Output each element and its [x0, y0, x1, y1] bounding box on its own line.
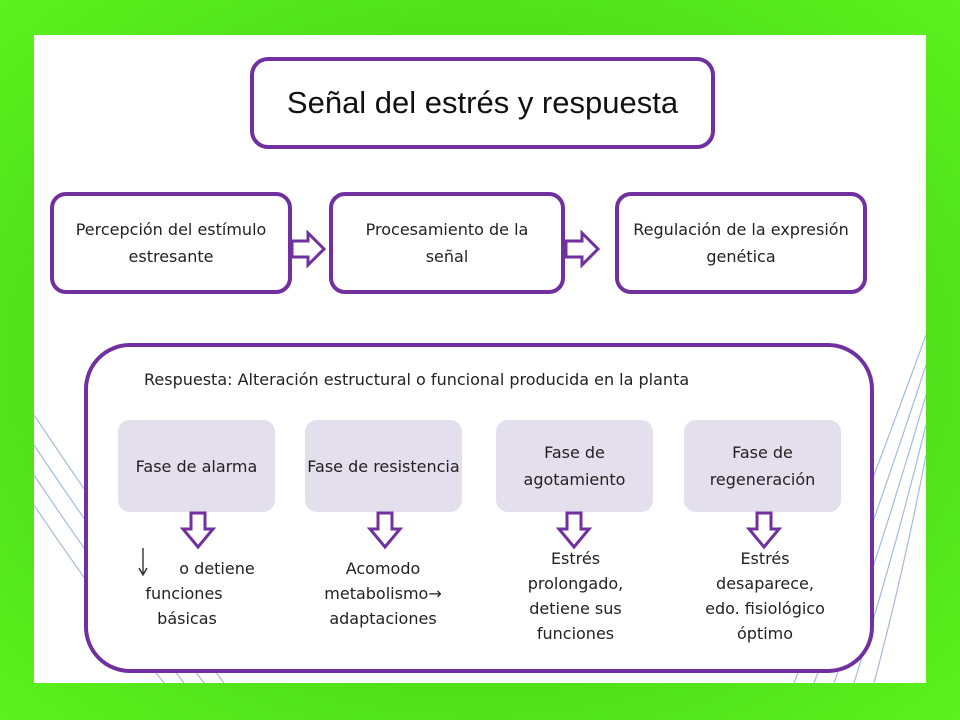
decrease-arrow-icon — [138, 548, 148, 577]
right-arrow-icon — [564, 230, 600, 268]
response-title: Respuesta: Alteración estructural o func… — [144, 370, 690, 389]
step-regulation: Regulación de la expresión genética — [615, 192, 867, 294]
phase-regeneration-description: Estrés desaparece, edo. fisiológico ópti… — [705, 549, 825, 643]
phase-resistance-description: Acomodo metabolismo→ adaptaciones — [324, 559, 442, 628]
down-arrow-icon — [180, 511, 216, 550]
down-arrow-icon — [556, 511, 592, 550]
slide: Señal del estrés y respuesta Percepción … — [34, 35, 926, 683]
phase-alarm-description: o detiene funciones básicas — [145, 559, 255, 628]
right-arrow-icon: → — [428, 584, 442, 603]
phase-resistance: Fase de resistencia — [305, 420, 462, 512]
down-arrow-icon — [746, 511, 782, 550]
step-processing: Procesamiento de la señal — [329, 192, 565, 294]
down-arrow-icon — [367, 511, 403, 550]
phase-regeneration: Fase de regeneración — [684, 420, 841, 512]
phase-exhaustion-description: Estrés prolongado, detiene sus funciones — [527, 549, 624, 643]
phase-alarm: Fase de alarma — [118, 420, 275, 512]
right-arrow-icon — [290, 230, 326, 268]
step-perception: Percepción del estímulo estresante — [50, 192, 292, 294]
page-title: Señal del estrés y respuesta — [250, 57, 715, 149]
phase-exhaustion: Fase de agotamiento — [496, 420, 653, 512]
